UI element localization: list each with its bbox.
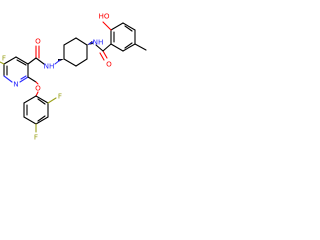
amide-right-bond [95,44,104,52]
hydroxyl-bond [102,21,112,31]
fluoro-a-label: F [58,92,62,101]
fluoro-b-label: F [34,133,38,142]
carbonyl-right-double-b [99,52,105,61]
amide-nh-left-label: NH [44,62,55,71]
ring-hydroxyphenyl [110,22,136,52]
fluoro-a-bond [47,97,57,104]
carbonyl-right-double-a [102,50,108,59]
structure-drawing: HO NH O NH O N O F F F [0,12,147,142]
methyl-bond [134,43,147,51]
fluoro-pyridine-bond [0,61,5,65]
pyridine-n-label: N [13,80,18,89]
hydroxyl-label: HO [98,12,109,21]
ether-bond-b [35,81,39,85]
nh-right-bond [88,41,94,45]
ether-bond-a [27,76,37,83]
ring-difluorophenyl [23,95,49,125]
ring-cyclohexyl [63,37,88,67]
carbonyl-o-right-label: O [106,60,112,69]
amide-left-bond [35,57,45,65]
carbonyl-to-pyridine [27,57,37,65]
nh-left-bond [54,59,61,65]
fluoro-pyridine-label: F [2,54,6,63]
carbonyl-o-left-label: O [35,37,41,46]
carbonyl-right-bond [102,43,112,52]
molecule-canvas: HO NH O NH O N O F F F [0,0,152,152]
ether-o-label: O [35,84,41,93]
amide-nh-right-label: NH [93,38,104,47]
ring-pyridine [3,56,29,83]
ether-bond-c [35,91,39,97]
